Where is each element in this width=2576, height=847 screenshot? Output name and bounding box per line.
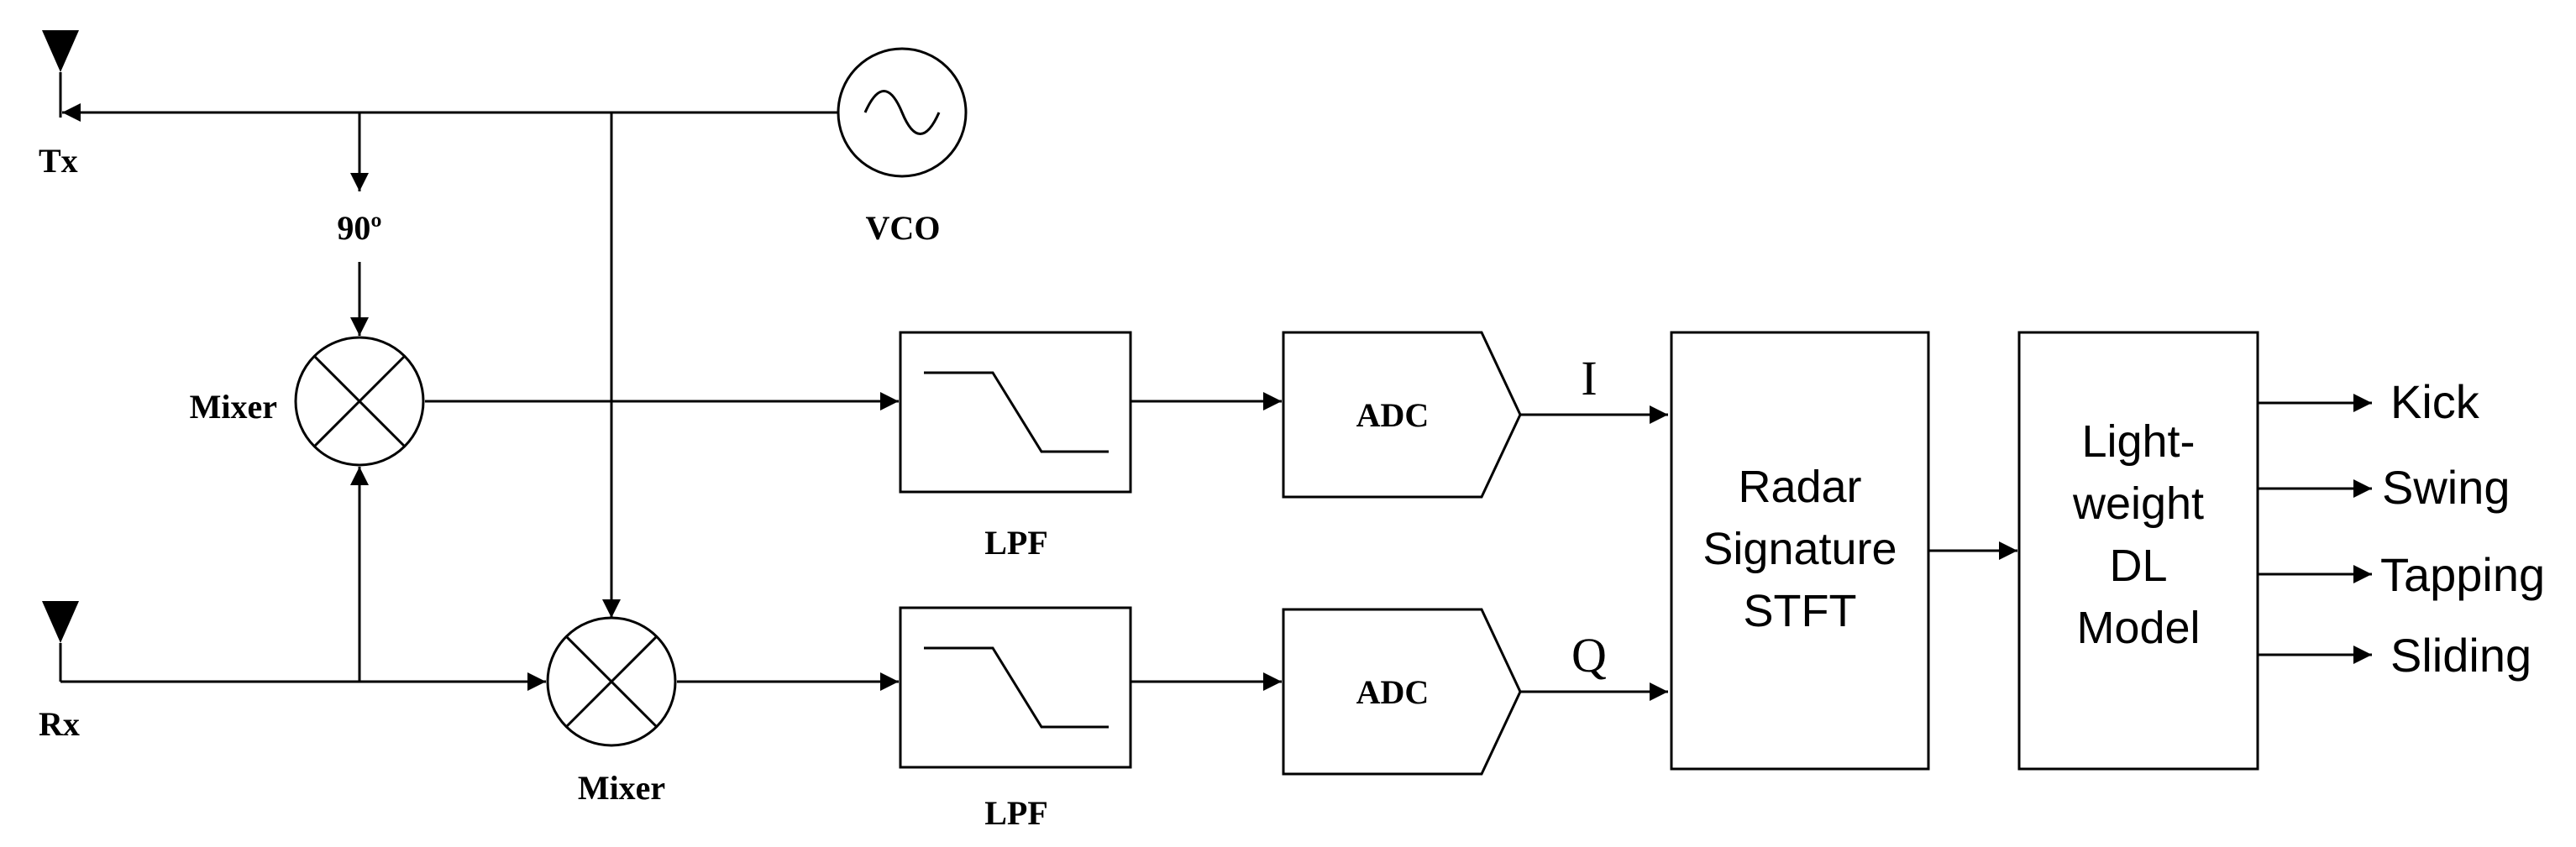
output-swing: Swing [2258, 461, 2510, 514]
vco-oscillator-icon [837, 47, 968, 178]
rx-label: Rx [39, 705, 80, 743]
lpf-bottom-box [899, 606, 1132, 769]
radar-label-line1: Radar [1738, 462, 1861, 512]
output-swing-label: Swing [2382, 461, 2510, 514]
mixer-bottom-icon [546, 616, 677, 747]
mixer-top-label: Mixer [190, 388, 277, 426]
output-tapping-label: Tapping [2380, 548, 2545, 601]
dl-label-line2: weight [2072, 478, 2204, 529]
output-kick-label: Kick [2390, 375, 2480, 428]
tx-antenna-icon [42, 30, 79, 118]
radar-signature-box [1670, 331, 1930, 771]
i-channel-label: I [1581, 351, 1597, 405]
adc-bottom-box [1282, 608, 1522, 776]
adc-top-box [1282, 331, 1522, 499]
tx-label: Tx [39, 142, 78, 180]
lpf-top-box [899, 331, 1132, 494]
dl-label-line3: DL [2109, 541, 2167, 591]
rx-antenna-icon [42, 601, 79, 682]
radar-label-line2: Signature [1702, 524, 1897, 574]
mixer-top-icon [294, 336, 425, 467]
mixer-bottom-label: Mixer [578, 769, 665, 807]
dl-label-line4: Model [2076, 603, 2200, 653]
lpf-bottom-label: LPF [984, 794, 1048, 832]
q-channel-label: Q [1571, 628, 1607, 682]
output-sliding-label: Sliding [2390, 629, 2531, 682]
radar-label-line3: STFT [1744, 586, 1857, 636]
output-kick: Kick [2258, 375, 2480, 428]
dl-label-line1: Light- [2081, 416, 2195, 467]
phase-shift-label: 90º [337, 209, 381, 247]
output-sliding: Sliding [2258, 629, 2531, 682]
output-tapping: Tapping [2258, 548, 2545, 601]
adc-top-label: ADC [1356, 396, 1430, 434]
lpf-top-label: LPF [984, 524, 1048, 562]
vco-label: VCO [866, 209, 941, 247]
dl-model-box [2017, 331, 2259, 771]
adc-bottom-label: ADC [1356, 673, 1430, 711]
